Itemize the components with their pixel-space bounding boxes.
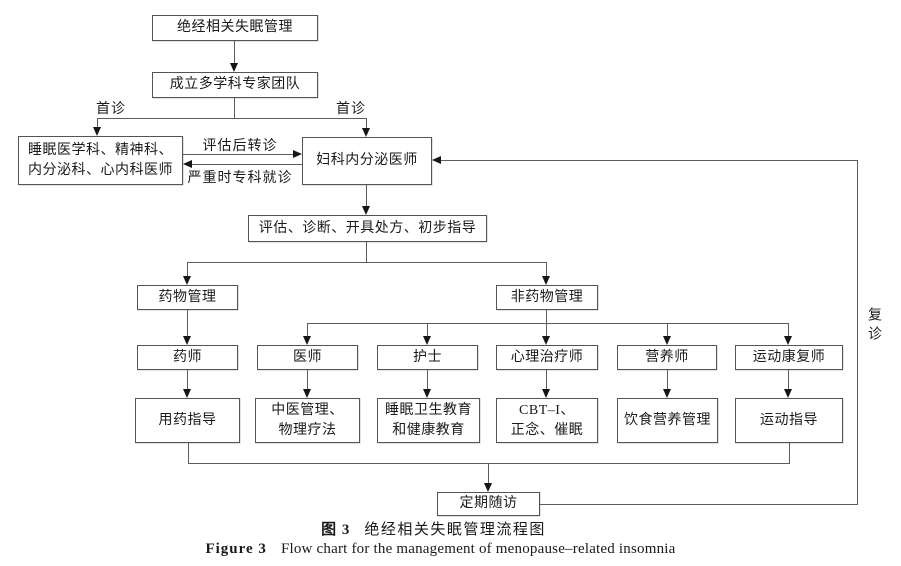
connector-split-gyn	[366, 118, 368, 128]
label-referral: 评估后转诊	[202, 139, 278, 154]
node-nondrug-mgmt: 非药物管理	[496, 285, 598, 310]
arrowhead-into-sleep-dept	[93, 127, 101, 136]
node-team: 成立多学科专家团队	[152, 72, 318, 98]
connector-split-dietitian	[667, 323, 669, 337]
arrowhead-revisit-into-gyn	[432, 156, 441, 164]
arrowhead-into-doctor	[303, 336, 311, 345]
connector-exercise-merge	[789, 443, 791, 464]
caption-english-text: Flow chart for the management of menopau…	[280, 541, 676, 557]
arrowhead-into-psychotherapist	[542, 336, 550, 345]
arrowhead-referral-right	[293, 150, 302, 158]
node-psychotherapist: 心理治疗师	[496, 345, 598, 370]
node-assessment: 评估、诊断、开具处方、初步指导	[248, 215, 487, 242]
node-sleep-education: 睡眠卫生教育 和健康教育	[377, 398, 480, 443]
connector-nurse-sleepedu	[427, 370, 429, 390]
arrowhead-into-dietitian	[663, 336, 671, 345]
connector-nondrug-split	[546, 310, 548, 323]
arrowhead-into-pharmacist	[183, 336, 191, 345]
node-drug-mgmt: 药物管理	[137, 285, 238, 310]
arrowhead-into-diet-mgmt	[663, 389, 671, 398]
node-nurse: 护士	[377, 345, 478, 370]
caption-chinese-label: 图 3	[321, 522, 351, 538]
node-followup: 定期随访	[437, 492, 540, 516]
arrowhead-into-nurse	[423, 336, 431, 345]
connector-severe-return	[190, 164, 302, 166]
connector-doctor-tcm	[307, 370, 309, 390]
connector-management-team	[234, 41, 236, 64]
connector-merge-followup	[488, 463, 490, 484]
connector-split-psychotherapist	[546, 323, 548, 337]
node-cbt: CBT–I、 正念、催眠	[496, 398, 598, 443]
node-gyn-endocrinologist: 妇科内分泌医师	[302, 137, 432, 185]
connector-guidance-merge	[188, 443, 190, 464]
arrowhead-into-drug-mgmt	[183, 276, 191, 285]
connector-pharmacist-guidance	[187, 370, 189, 390]
arrowhead-severe-left	[183, 160, 192, 168]
connector-mgmt-split	[187, 262, 547, 264]
connector-revisit-vertical	[857, 160, 859, 505]
connector-followup-revisit	[540, 504, 858, 506]
node-pharmacist: 药师	[137, 345, 238, 370]
connector-split-sleep-dept	[97, 118, 99, 128]
connector-referral	[183, 154, 295, 156]
label-severe: 严重时专科就诊	[187, 171, 293, 186]
arrowhead-into-tcm	[303, 389, 311, 398]
node-sleep-dept: 睡眠医学科、精神科、 内分泌科、心内科医师	[18, 136, 183, 185]
connector-first-visit-split	[97, 118, 367, 120]
node-dietitian: 营养师	[617, 345, 717, 370]
connector-split-nondrug	[546, 262, 548, 277]
arrowhead-into-exercise-guidance	[784, 389, 792, 398]
connector-split-nurse	[427, 323, 429, 337]
connector-drug-pharmacist	[187, 310, 189, 337]
arrowhead-into-medication-guidance	[183, 389, 191, 398]
arrowhead-into-team	[230, 63, 238, 72]
node-diet-mgmt: 饮食营养管理	[617, 398, 718, 443]
caption-english: Figure 3 Flow chart for the management of…	[0, 541, 891, 558]
label-first-visit-right: 首诊	[336, 102, 366, 117]
connector-roles-split	[307, 323, 788, 325]
arrowhead-into-sleep-education	[423, 389, 431, 398]
connector-split-drug	[187, 262, 189, 277]
caption-chinese: 图 3 绝经相关失眠管理流程图	[0, 518, 884, 539]
connector-team-split	[234, 98, 236, 118]
node-doctor: 医师	[257, 345, 358, 370]
connector-gyn-assessment	[366, 185, 368, 207]
node-tcm-physio: 中医管理、 物理疗法	[255, 398, 360, 443]
arrowhead-into-cbt	[542, 389, 550, 398]
arrowhead-into-rehab	[784, 336, 792, 345]
connector-split-doctor	[307, 323, 309, 337]
connector-assessment-split	[366, 242, 368, 262]
connector-psych-cbt	[546, 370, 548, 390]
arrowhead-into-assessment	[362, 206, 370, 215]
connector-dietitian-diet	[667, 370, 669, 390]
arrowhead-into-gyn	[362, 128, 370, 137]
arrowhead-into-followup	[484, 483, 492, 492]
label-first-visit-left: 首诊	[96, 102, 126, 117]
connector-rehab-exercise	[788, 370, 790, 390]
node-management: 绝经相关失眠管理	[152, 15, 318, 41]
label-revisit: 复诊	[866, 307, 881, 345]
caption-english-label: Figure 3	[205, 541, 267, 557]
node-exercise-guidance: 运动指导	[735, 398, 843, 443]
connector-split-rehab	[788, 323, 790, 337]
caption-chinese-text: 绝经相关失眠管理流程图	[364, 522, 546, 538]
node-rehab-therapist: 运动康复师	[735, 345, 843, 370]
node-medication-guidance: 用药指导	[135, 398, 240, 443]
connector-revisit-to-gyn	[440, 160, 858, 162]
arrowhead-into-nondrug-mgmt	[542, 276, 550, 285]
